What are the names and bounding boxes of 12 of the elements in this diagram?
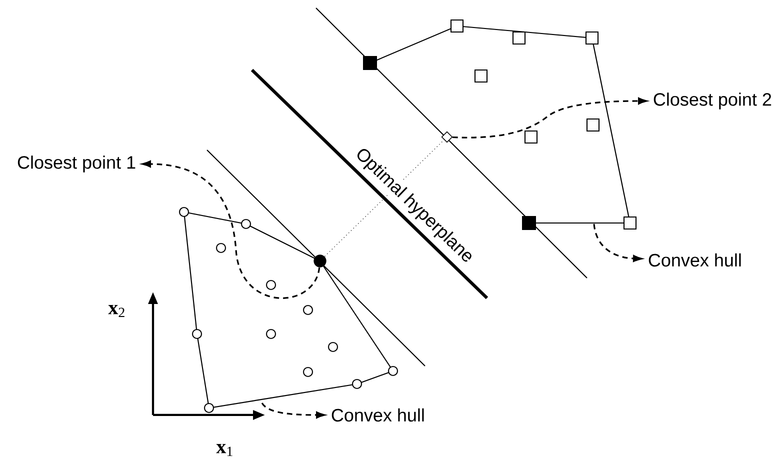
annotation-text: Convex hull bbox=[648, 253, 741, 267]
axis-label: x$_{2}$ bbox=[108, 304, 124, 318]
leader-arrow bbox=[142, 160, 320, 299]
axis-label: x$_{1}$ bbox=[216, 444, 232, 456]
projection-point bbox=[441, 131, 453, 143]
annotation-text: Closest point 1 bbox=[18, 156, 136, 172]
annotation-text: Closest point 2 bbox=[654, 92, 772, 110]
leader-arrow bbox=[452, 98, 648, 138]
support-vector-point bbox=[314, 254, 326, 268]
leader-arrow bbox=[261, 402, 326, 418]
annotation-text: Convex hull bbox=[332, 408, 424, 422]
leader-arrow bbox=[593, 224, 642, 262]
